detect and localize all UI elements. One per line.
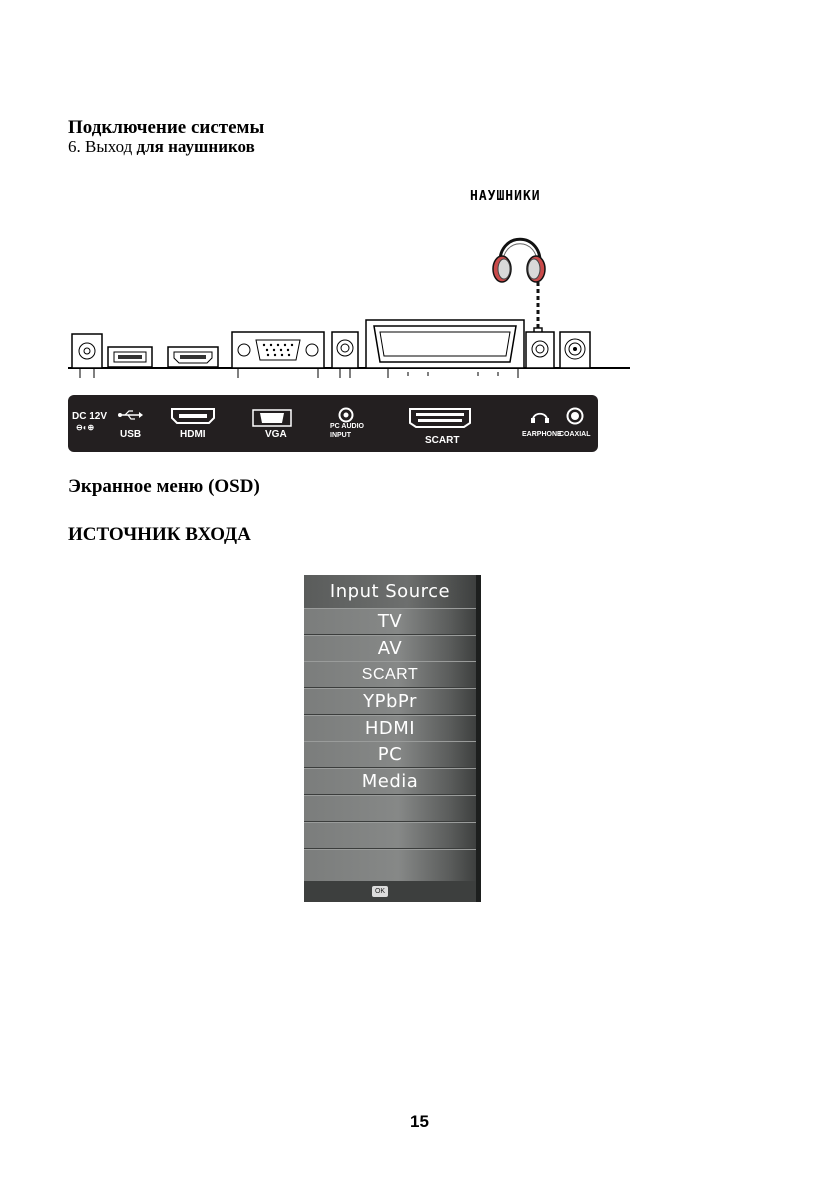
usb-icon: [118, 410, 143, 420]
menu-item-scart[interactable]: SCART: [304, 661, 476, 687]
vga-port-icon: [252, 409, 292, 427]
pc-audio-jack-icon: [338, 407, 354, 423]
scart-port-icon: [409, 408, 471, 428]
input-source-menu: Input Source TV AV SCART YPbPr HDMI PC M…: [304, 575, 481, 902]
dc-polarity-label: ⊖◐⊕: [76, 423, 95, 432]
osd-title: Экранное меню (OSD): [68, 476, 260, 497]
menu-item-empty: [304, 822, 476, 848]
menu-item-pc[interactable]: PC: [304, 741, 476, 767]
headphones-label: НАУШНИКИ: [470, 189, 541, 204]
scart-label: SCART: [425, 435, 460, 446]
coaxial-jack-icon: [566, 407, 584, 425]
menu-item-av[interactable]: AV: [304, 635, 476, 661]
earphone-label: EARPHONE: [522, 431, 562, 438]
coaxial-label: COAXIAL: [559, 431, 591, 438]
menu-item-hdmi[interactable]: HDMI: [304, 715, 476, 741]
menu-header: Input Source: [304, 575, 476, 608]
section-title: Подключение системы: [68, 117, 265, 138]
pc-audio-input-label: INPUT: [330, 432, 351, 439]
hdmi-port-icon: [171, 408, 215, 424]
menu-item-ypbpr[interactable]: YPbPr: [304, 688, 476, 714]
ok-button[interactable]: OK: [372, 886, 388, 897]
earphone-icon: [531, 412, 549, 423]
vga-label: VGA: [265, 429, 287, 440]
connector-label-strip: DC 12V ⊖◐⊕ USB HDMI VGA PC AUDIO INPUT S…: [68, 395, 598, 452]
usb-label: USB: [120, 429, 142, 440]
menu-item-tv[interactable]: TV: [304, 608, 476, 634]
menu-item-empty: [304, 795, 476, 821]
dc-label: DC 12V: [72, 411, 108, 422]
headphones-icon: [492, 237, 546, 337]
page-number: 15: [410, 1112, 429, 1131]
pc-audio-label: PC AUDIO: [330, 423, 364, 430]
section-subtitle: 6. Выход для наушников: [68, 137, 255, 156]
menu-footer: OK: [304, 881, 476, 902]
hdmi-label: HDMI: [180, 429, 206, 440]
menu-item-media[interactable]: Media: [304, 768, 476, 794]
input-source-title: ИСТОЧНИК ВХОДА: [68, 524, 251, 545]
menu-scrollbar: [476, 575, 481, 902]
menu-item-empty: [304, 849, 476, 881]
back-panel-diagram: [68, 319, 630, 378]
